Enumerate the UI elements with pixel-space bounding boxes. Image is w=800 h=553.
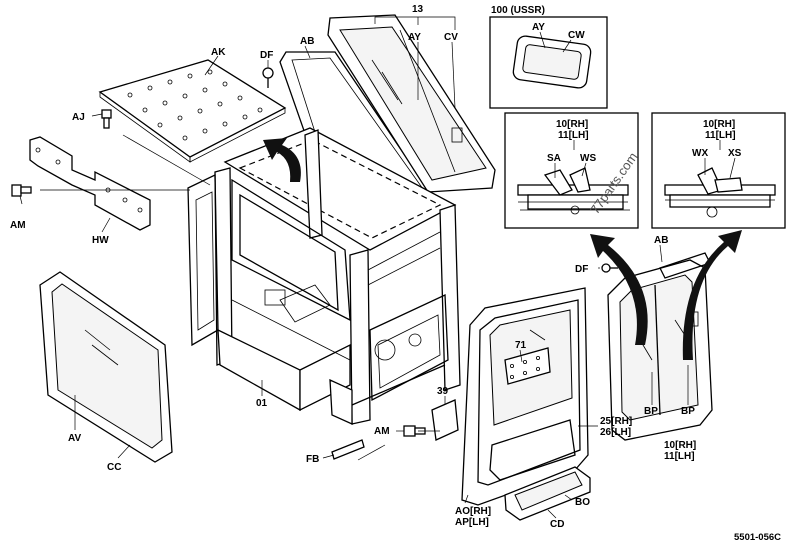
inset-detail-left <box>504 112 639 229</box>
bolt-aj <box>101 109 112 129</box>
label-am-left: AM <box>10 220 26 231</box>
label-inset-right-xs: XS <box>728 148 742 159</box>
bracket-hw <box>29 136 151 231</box>
label-cc: CC <box>107 462 121 473</box>
label-bp-right: BP <box>681 406 695 417</box>
strip-fb <box>331 439 365 460</box>
bolt-am-left <box>11 184 32 197</box>
label-hw: HW <box>92 235 109 246</box>
label-ap-lh: AP[LH] <box>455 517 489 528</box>
label-11lh: 11[LH] <box>664 451 695 462</box>
screw-df-right <box>601 263 618 273</box>
label-aj: AJ <box>72 112 85 123</box>
screw-df-top <box>262 67 274 88</box>
roof-panel-ak <box>98 59 287 163</box>
label-39: 39 <box>437 386 449 397</box>
label-ussr-cw: CW <box>568 30 585 41</box>
label-ao-rh: AO[RH] <box>455 506 491 517</box>
inset-ussr <box>489 16 608 109</box>
label-ay-top: AY <box>408 32 421 43</box>
plate-39 <box>431 399 459 441</box>
label-ussr-ay: AY <box>532 22 545 33</box>
arrow-detail-right <box>682 230 742 360</box>
label-inset-left-sa: SA <box>547 153 561 164</box>
label-ussr-title: 100 (USSR) <box>491 5 545 16</box>
inset-detail-right <box>651 112 786 229</box>
rear-window-13 <box>327 14 496 193</box>
label-inset-right-10rh: 10[RH] <box>703 119 735 130</box>
label-ak: AK <box>211 47 226 58</box>
label-10rh: 10[RH] <box>664 440 696 451</box>
label-cd: CD <box>550 519 564 530</box>
arrow-detail-left <box>590 234 648 345</box>
drawing-code: 5501-056C <box>734 532 781 543</box>
label-df-top: DF <box>260 50 273 61</box>
label-av: AV <box>68 433 81 444</box>
label-bp-left: BP <box>644 406 658 417</box>
label-fb: FB <box>306 454 319 465</box>
label-inset-left-ws: WS <box>580 153 596 164</box>
door-lower-window-bo <box>504 466 591 521</box>
label-71: 71 <box>515 340 527 351</box>
label-ab-right: AB <box>654 235 668 246</box>
label-am-mid: AM <box>374 426 390 437</box>
cab-frame-01 <box>187 127 461 426</box>
label-inset-right-wx: WX <box>692 148 708 159</box>
side-window-av <box>39 271 173 463</box>
label-inset-left-10rh: 10[RH] <box>556 119 588 130</box>
label-inset-left-11lh: 11[LH] <box>558 130 589 141</box>
label-26lh: 26[LH] <box>600 427 631 438</box>
label-df-right: DF <box>575 264 588 275</box>
label-13: 13 <box>412 4 424 15</box>
leader-lines <box>19 16 736 519</box>
label-inset-right-11lh: 11[LH] <box>705 130 736 141</box>
door-assembly <box>461 287 589 506</box>
arrow-roof <box>263 138 301 182</box>
label-ab-top: AB <box>300 36 314 47</box>
label-cv: CV <box>444 32 458 43</box>
label-25rh: 25[RH] <box>600 416 632 427</box>
label-01: 01 <box>256 398 268 409</box>
label-bo: BO <box>575 497 590 508</box>
